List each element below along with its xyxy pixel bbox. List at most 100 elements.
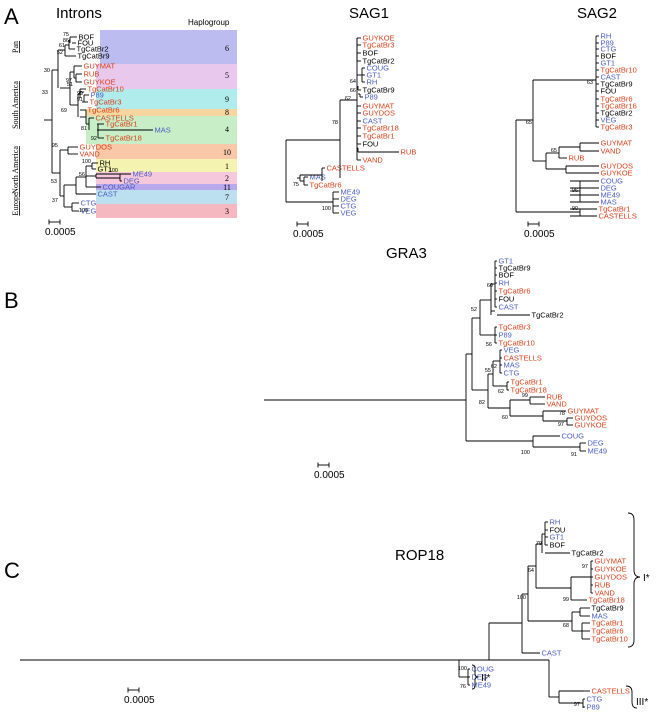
bootstrap-value: 99 xyxy=(77,91,83,97)
taxon-label: TgCatBr10 xyxy=(499,339,535,348)
haplogroup-band xyxy=(96,204,237,218)
taxon-label: GT1 xyxy=(367,71,382,80)
bootstrap-value: 91 xyxy=(77,97,83,103)
taxon-label: GUYDOS xyxy=(595,573,628,582)
bootstrap-value: 61 xyxy=(59,43,65,49)
taxon-label: CAST xyxy=(363,117,383,126)
taxon-label: TgCatBr6 xyxy=(601,95,633,104)
taxon-label: DEG xyxy=(341,195,357,204)
haplogroup-number: 4 xyxy=(225,125,229,134)
taxon-label: DEG xyxy=(124,177,140,186)
taxon-label: VEG xyxy=(504,346,520,355)
taxon-label: RUB xyxy=(401,148,417,157)
taxon-label: ME49 xyxy=(588,447,608,456)
bootstrap-value: 56 xyxy=(79,172,85,178)
taxon-label: TgCatBr1 xyxy=(511,378,543,387)
taxon-label: TgCatBr18 xyxy=(363,124,399,133)
panel-letters: ABC xyxy=(4,4,20,583)
haplogroup-header: Haplogroup xyxy=(188,18,230,27)
taxon-label: CAST xyxy=(499,303,519,312)
bootstrap-value: 62 xyxy=(345,96,351,102)
clade-label-i: I* xyxy=(643,573,650,584)
bootstrap-value: 62 xyxy=(491,364,497,370)
bootstrap-value: 75 xyxy=(293,182,299,188)
bootstrap-value: 100 xyxy=(458,666,467,672)
region-label: South America xyxy=(11,81,20,129)
taxon-label: COUG xyxy=(601,177,624,186)
haplogroup-number: 2 xyxy=(225,174,229,183)
taxon-label: VAND xyxy=(547,400,568,409)
taxon-label: TgCatBr1 xyxy=(363,132,395,141)
haplogroup-band xyxy=(96,159,237,172)
taxon-label: MAS xyxy=(601,198,617,207)
haplogroup-number: 3 xyxy=(225,207,229,216)
taxon-label: MAS xyxy=(592,612,608,621)
taxon-label: VAND xyxy=(595,589,616,598)
taxon-label: GUYKOE xyxy=(601,169,633,178)
taxon-label: RH xyxy=(601,32,612,41)
scale-bar-label: 0.0005 xyxy=(293,229,324,240)
bootstrap-value: 82 xyxy=(479,400,485,406)
bootstrap-value: 79 xyxy=(536,541,542,547)
bootstrap-value: 78 xyxy=(559,411,565,417)
bootstrap-value: 95 xyxy=(52,143,58,149)
taxon-label: COUG xyxy=(367,64,390,73)
taxon-label: TgCatBr3 xyxy=(90,98,122,107)
taxon-label: FOU xyxy=(78,39,94,48)
taxon-label: GUYDOS xyxy=(363,109,396,118)
taxon-label: TgCatBr1 xyxy=(592,619,624,628)
taxon-label: TgCatBr2 xyxy=(77,45,109,54)
taxon-label: GUYDOS xyxy=(601,162,634,171)
haplogroup-band xyxy=(96,64,237,89)
taxon-label: MAS xyxy=(504,361,520,370)
taxon-label: P89 xyxy=(587,703,600,712)
taxon-label: TgCatBr9 xyxy=(601,80,633,89)
bootstrap-value: 52 xyxy=(471,307,477,313)
bootstrap-value: 97 xyxy=(574,702,580,708)
bootstrap-value: 65 xyxy=(551,148,557,154)
scale-bar-label: 0.0005 xyxy=(45,227,76,238)
bootstrap-value: 64 xyxy=(528,568,534,574)
bootstrap-value: 76 xyxy=(460,684,466,690)
taxon-label: GUYKOE xyxy=(84,78,116,87)
bootstrap-value: 62 xyxy=(498,389,504,395)
taxon-label: ME49 xyxy=(472,681,492,690)
taxon-label: VAND xyxy=(363,156,384,165)
taxon-label: TgCatBr18 xyxy=(511,386,547,395)
bootstrap-value: 65 xyxy=(526,120,532,126)
taxon-label: RH xyxy=(367,78,378,87)
haplogroup-band xyxy=(96,190,237,204)
bootstrap-value: 78 xyxy=(332,120,338,126)
taxon-label: CTG xyxy=(81,199,97,208)
taxon-label: CAST xyxy=(542,649,562,658)
taxon-label: TgCatBr2 xyxy=(572,549,604,558)
taxon-label: GUYMAT xyxy=(84,62,116,71)
taxon-label: VAND xyxy=(80,150,101,159)
taxon-label: GUYDOS xyxy=(575,414,608,423)
bootstrap-value: 63 xyxy=(587,80,593,86)
tree-title-sag2: SAG2 xyxy=(577,5,617,22)
taxon-label: RH xyxy=(100,159,111,168)
taxon-label: TgCatBr1 xyxy=(106,120,138,129)
taxon-label: VEG xyxy=(81,207,97,216)
taxon-label: FOU xyxy=(601,87,617,96)
bootstrap-value: 33 xyxy=(42,90,48,96)
panel-letter-b: B xyxy=(4,288,19,313)
taxon-label: CASTELLS xyxy=(96,114,134,123)
rop18-clade-brackets: I*II*III* xyxy=(471,512,650,709)
taxon-label: BOF xyxy=(550,541,566,550)
haplogroup-band xyxy=(86,109,237,116)
region-label: Europe xyxy=(11,192,20,216)
clade-label-iii: III* xyxy=(636,697,648,708)
panel-letter-a: A xyxy=(4,4,19,29)
taxon-label: CAST xyxy=(601,73,621,82)
taxon-label: GT1 xyxy=(601,59,616,68)
haplogroup-number: 8 xyxy=(225,108,229,117)
taxon-label: ME49 xyxy=(341,188,361,197)
taxon-label: DEG xyxy=(588,439,604,448)
taxon-label: GUYKOE xyxy=(595,565,627,574)
bootstrap-value: 90 xyxy=(572,206,578,212)
taxon-label: CTG xyxy=(601,45,617,54)
